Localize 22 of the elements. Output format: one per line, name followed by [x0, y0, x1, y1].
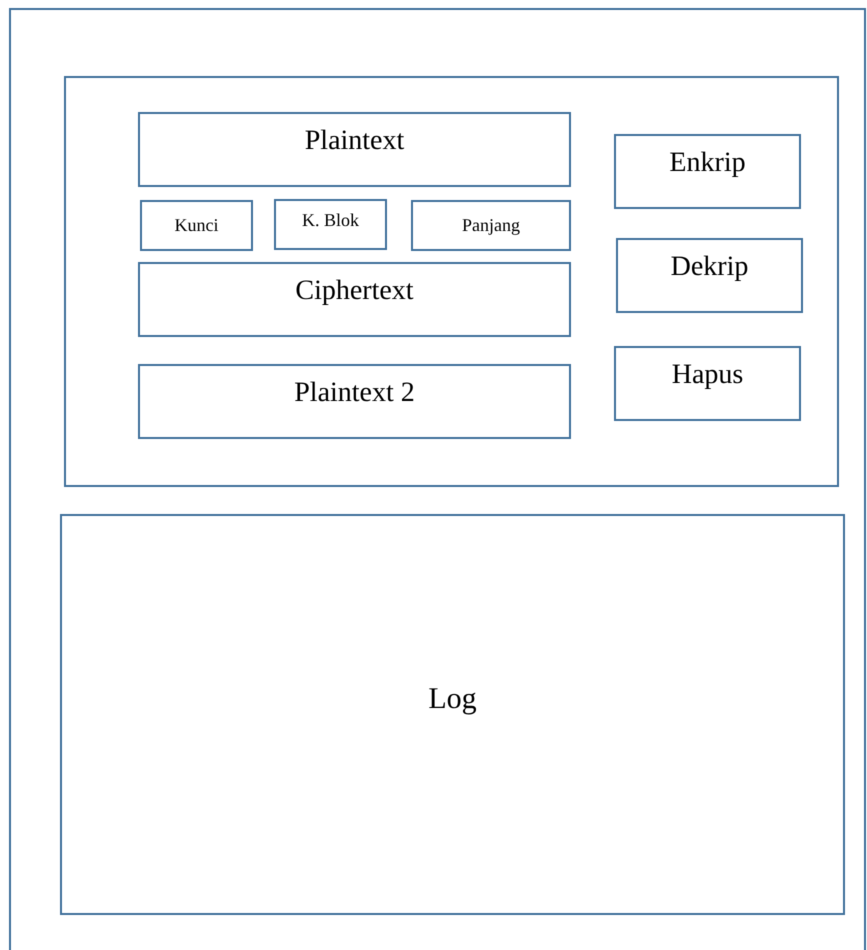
box-label: Plaintext: [304, 126, 404, 157]
text-box: [614, 134, 801, 209]
box-label: Log: [428, 682, 477, 715]
text-box: [274, 199, 387, 250]
text-box: [616, 238, 803, 313]
text-box: [138, 262, 571, 337]
box-label: Hapus: [672, 360, 744, 391]
box-label: Ciphertext: [295, 276, 414, 307]
box-label: Panjang: [462, 216, 520, 236]
box-label: Plaintext 2: [294, 378, 415, 409]
text-box: [60, 514, 845, 915]
text-box: [138, 112, 571, 187]
text-box: [614, 346, 801, 421]
text-box: [138, 364, 571, 439]
box-label: K. Blok: [302, 210, 359, 230]
box-label: Enkrip: [669, 148, 746, 179]
box-label: Dekrip: [670, 252, 748, 283]
frame-box: [9, 8, 866, 950]
box-label: Kunci: [174, 216, 218, 236]
text-box: [140, 200, 253, 251]
frame-box: [64, 76, 839, 487]
text-box: [411, 200, 571, 251]
